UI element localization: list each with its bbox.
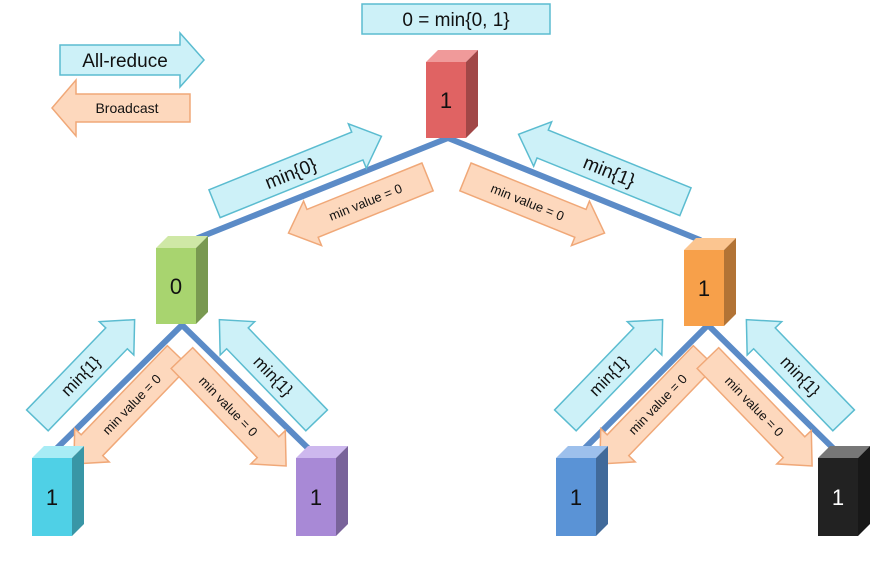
node-layer: 1 0 1 1 1 1 1 [32, 50, 870, 536]
node-top-face [684, 238, 736, 250]
node-value: 1 [570, 485, 582, 510]
node-right: 1 [684, 238, 736, 326]
node-side-face [72, 446, 84, 536]
node-top-face [156, 236, 208, 248]
node-front-face [156, 248, 196, 324]
node-side-face [724, 238, 736, 326]
edge-right-leaf4 [705, 322, 843, 458]
node-value: 1 [440, 88, 452, 113]
node-value: 1 [698, 276, 710, 301]
arrow-down-rl: min value = 0 [599, 344, 716, 465]
node-value: 1 [310, 485, 322, 510]
legend-broadcast-label: Broadcast [95, 100, 158, 116]
legend: All-reduce Broadcast [51, 31, 206, 139]
node-front-face [426, 62, 466, 138]
arrow-shape [73, 344, 190, 465]
legend-allreduce-label: All-reduce [82, 51, 168, 72]
node-front-face [32, 458, 72, 536]
header-box: 0 = min{0, 1} [361, 3, 551, 35]
arrow-shape [599, 344, 716, 465]
arrow-label: min value = 0 [722, 373, 787, 439]
arrow-shape [218, 318, 329, 432]
node-value: 1 [832, 485, 844, 510]
node-side-face [858, 446, 870, 536]
node-side-face [196, 236, 208, 324]
node-top-face [818, 446, 870, 458]
edge-left-leaf2 [179, 322, 318, 458]
node-value: 1 [46, 485, 58, 510]
arrow-label: min value = 0 [196, 373, 261, 439]
edge-right-leaf3 [575, 322, 711, 458]
legend-broadcast-arrow: Broadcast [51, 77, 191, 139]
edge-root-right [445, 135, 703, 243]
node-left: 0 [156, 236, 208, 324]
node-side-face [596, 446, 608, 536]
node-front-face [818, 458, 858, 536]
arrow-label: min value = 0 [625, 371, 690, 437]
node-leaf3: 1 [556, 446, 608, 536]
node-side-face [336, 446, 348, 536]
node-top-face [296, 446, 348, 458]
arrow-shape [287, 162, 435, 247]
node-root: 1 [426, 50, 478, 138]
edge-left-leaf1 [47, 322, 185, 458]
header-label: 0 = min{0, 1} [402, 10, 509, 31]
node-top-face [426, 50, 478, 62]
node-leaf2: 1 [296, 446, 348, 536]
node-front-face [296, 458, 336, 536]
arrow-shape [745, 318, 856, 432]
tree-edges [47, 135, 843, 458]
node-front-face [556, 458, 596, 536]
node-leaf1: 1 [32, 446, 84, 536]
node-side-face [466, 50, 478, 138]
edge-root-left [195, 135, 451, 241]
arrow-shape [517, 120, 693, 217]
node-top-face [556, 446, 608, 458]
node-top-face [32, 446, 84, 458]
arrow-shape [170, 346, 287, 467]
arrow-shape [207, 122, 383, 219]
arrow-shape [696, 346, 813, 467]
node-front-face [684, 250, 724, 326]
arrow-shape [458, 162, 606, 247]
arrow-label: min value = 0 [99, 371, 164, 437]
node-value: 0 [170, 274, 182, 299]
legend-allreduce-arrow: All-reduce [59, 31, 206, 89]
arrow-shape [553, 318, 664, 432]
node-leaf4: 1 [818, 446, 870, 536]
arrow-shape [25, 318, 136, 432]
